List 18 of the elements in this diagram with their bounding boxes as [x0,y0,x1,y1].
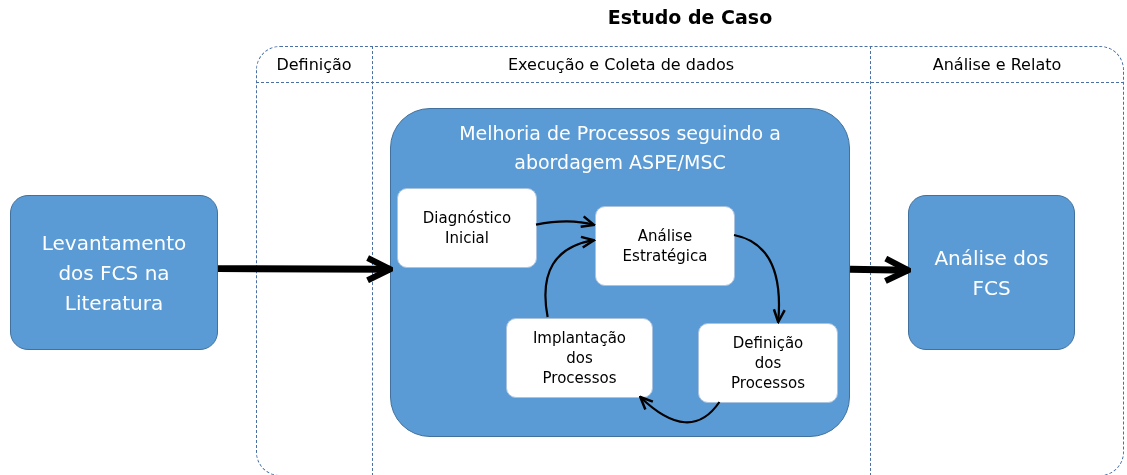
process-step-box: Análise Estratégica [595,206,735,286]
column-header: Execução e Coleta de dados [507,53,735,76]
arrow [733,233,786,324]
frame-title: Estudo de Caso [606,6,774,28]
process-box: Análise dos FCS [908,195,1075,350]
arrow [218,254,394,284]
arrow [535,215,596,229]
process-box: Levantamento dos FCS na Literatura [10,195,218,350]
process-step-box: Diagnóstico Inicial [397,188,537,268]
column-header: Definição [275,53,353,76]
arrow [639,395,721,424]
column-header: Análise e Relato [931,53,1063,76]
process-group-box [390,108,850,437]
process-step-box: Definição dos Processos [698,323,838,403]
arrow [849,255,912,285]
group-title: Melhoria de Processos seguindo a abordagem ASPE/MSC [458,121,782,175]
process-step-box: Implantação dos Processos [506,318,653,398]
arrow [544,236,596,318]
